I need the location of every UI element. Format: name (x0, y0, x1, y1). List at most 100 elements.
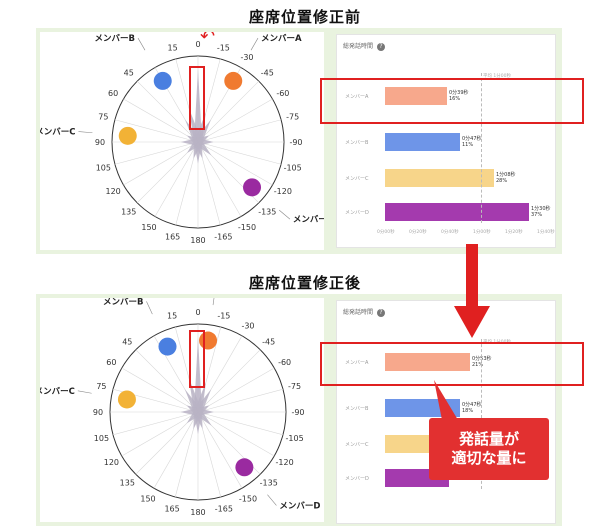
after-angle0-highlight (189, 330, 205, 388)
angle-label: -15 (217, 43, 230, 52)
bar-label: メンバーB (345, 140, 369, 146)
member-label: メンバーD (279, 500, 320, 511)
average-line (481, 339, 482, 489)
direction-spike (194, 119, 211, 144)
direction-spike (196, 405, 210, 416)
bar-value: 0分47秒 11% (462, 136, 482, 148)
angle-label: 105 (94, 434, 109, 443)
axis-tick: 1分00秒 (473, 230, 491, 235)
callout-text: 発話量が 適切な量に (451, 430, 527, 467)
angle-label: 45 (122, 337, 132, 346)
member-label: メンバーA (261, 33, 302, 44)
speech-bar (385, 169, 494, 187)
direction-spike (189, 108, 202, 143)
bar-value: 0分39秒 16% (449, 90, 469, 102)
bar-label: メンバーC (345, 442, 369, 448)
axis-tick: 0分20秒 (409, 230, 427, 235)
before-panel-title: 総発話時間? (343, 41, 386, 51)
angle-label: -45 (261, 69, 274, 78)
after-memberA-highlight (320, 342, 584, 386)
angle-label: 135 (121, 207, 136, 216)
axis-tick: 1分20秒 (505, 230, 523, 235)
angle-label: 90 (95, 138, 105, 147)
angle-label: 60 (108, 89, 118, 98)
angle-label: -150 (239, 495, 257, 504)
axis-tick: 0分40秒 (441, 230, 459, 235)
member-marker[interactable] (158, 337, 177, 356)
angle-label: -45 (262, 337, 275, 346)
axis-tick: 1分40秒 (537, 230, 555, 235)
angle-label: -30 (241, 321, 254, 330)
help-icon[interactable]: ? (377, 43, 386, 51)
member-label: メンバーB (95, 33, 135, 44)
angle-label: 0 (195, 40, 200, 49)
angle-label: 120 (105, 187, 120, 196)
bar-label: メンバーD (345, 476, 369, 482)
angle-label: 15 (168, 43, 178, 52)
speech-bar (385, 87, 447, 105)
member-marker[interactable] (117, 390, 136, 409)
axis-tick: 0分00秒 (377, 230, 395, 235)
bar-label: メンバーB (345, 406, 369, 412)
angle-label: -105 (286, 434, 304, 443)
angle-label: 60 (106, 358, 116, 367)
member-marker[interactable] (118, 126, 137, 145)
angle-label: -90 (291, 408, 304, 417)
member-marker[interactable] (224, 71, 243, 90)
help-icon[interactable]: ? (377, 309, 386, 317)
bar-label: メンバーA (345, 94, 369, 100)
after-polar-svg: 0-15-30-45-60-75-90-105-120-135-150-1651… (35, 286, 321, 517)
direction-spike (194, 337, 202, 412)
before-angle0-highlight (189, 66, 205, 130)
bar-value: 0分47秒 18% (462, 402, 482, 414)
member-marker[interactable] (243, 178, 262, 197)
angle-label: 45 (124, 69, 134, 78)
angle-label: -60 (278, 358, 291, 367)
after-panel-title: 総発話時間? (343, 307, 386, 317)
angle-label: 165 (164, 505, 179, 514)
direction-spike (187, 139, 201, 153)
average-label: 平均 1分00秒 (483, 74, 512, 79)
angle-label: 180 (190, 508, 205, 517)
angle-label: 150 (140, 495, 155, 504)
bar-value: 1分08秒 28% (496, 172, 516, 184)
member-label: メンバーB (103, 298, 143, 307)
angle-label: -165 (214, 233, 232, 242)
angle-label: 135 (120, 479, 135, 488)
rotate-arrow-icon: ↶ (200, 32, 215, 47)
angle-label: 105 (96, 163, 111, 172)
angle-label: 90 (93, 408, 103, 417)
member-label: メンバーC (40, 386, 75, 397)
angle-label: 165 (165, 233, 180, 242)
angle-label: -120 (276, 458, 294, 467)
before-polar-svg: 0-15-30-45-60-75-90-105-120-135-150-1651… (35, 26, 334, 245)
speech-bar (385, 203, 529, 221)
direction-spike (194, 389, 212, 414)
angle-label: 75 (96, 382, 106, 391)
before-title: 座席位置修正前 (248, 8, 361, 26)
angle-label: 120 (104, 458, 119, 467)
speech-bar (385, 353, 470, 371)
callout-box: 発話量が 適切な量に (429, 418, 549, 480)
member-label: メンバーD (293, 214, 324, 225)
bar-label: メンバーA (345, 360, 369, 366)
angle-label: -135 (260, 479, 278, 488)
bar-value: 1分30秒 37% (531, 206, 551, 218)
angle-label: -135 (258, 207, 276, 216)
before-memberA-highlight (320, 78, 584, 124)
angle-label: 0 (195, 308, 200, 317)
angle-label: -150 (238, 223, 256, 232)
member-label: メンバーC (40, 127, 75, 138)
average-line (481, 73, 482, 223)
angle-label: -120 (274, 187, 292, 196)
angle-label: 150 (141, 223, 156, 232)
bar-label: メンバーD (345, 210, 369, 216)
angle-label: -60 (276, 89, 289, 98)
direction-spike (186, 405, 200, 416)
after-title: 座席位置修正後 (248, 274, 361, 292)
member-marker[interactable] (235, 458, 254, 477)
angle-label: 75 (98, 113, 108, 122)
member-marker[interactable] (153, 71, 172, 90)
